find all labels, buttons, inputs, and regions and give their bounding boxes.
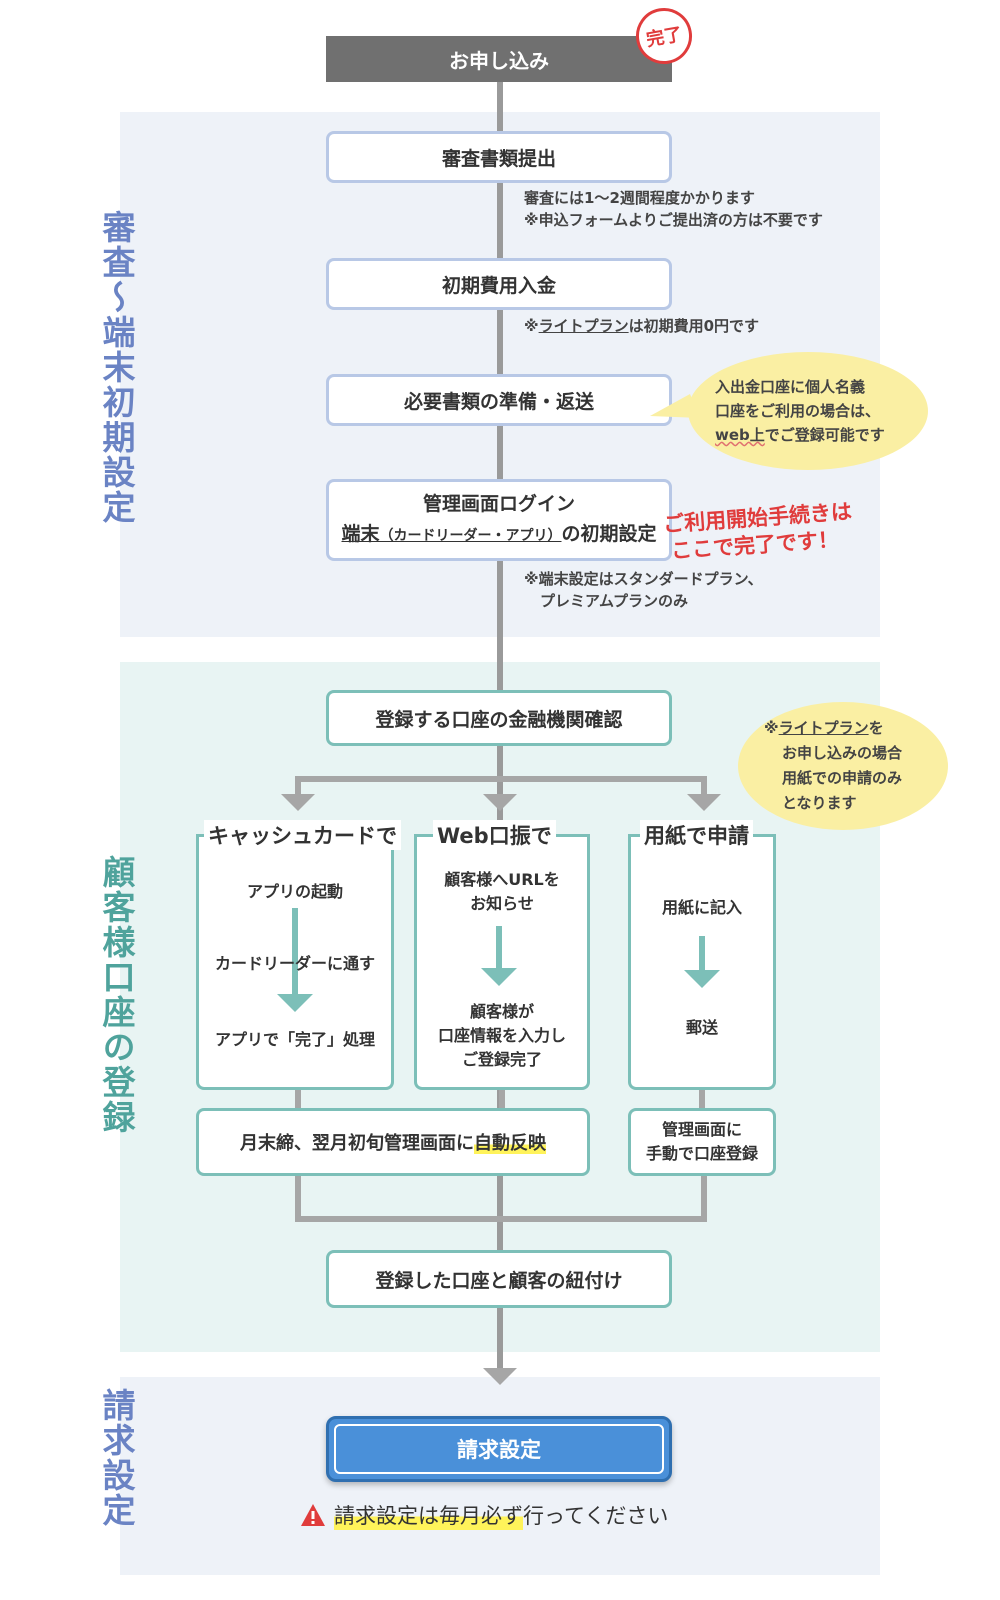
paper-arrow-stem bbox=[699, 936, 705, 972]
bubble2-line4: となります bbox=[782, 794, 857, 812]
review-period-line2: ※申込フォームよりご提出済の方は不要です bbox=[524, 211, 823, 229]
step-prepare-documents: 必要書類の準備・返送 bbox=[326, 374, 672, 426]
review-period-note: 審査には1〜2週間程度かかります ※申込フォームよりご提出済の方は不要です bbox=[524, 187, 823, 231]
branch-connector bbox=[295, 776, 707, 782]
billing-settings-label: 請求設定 bbox=[457, 1438, 541, 1462]
terminal-plan-line2: プレミアムプランのみ bbox=[540, 592, 689, 610]
apply-label: お申し込み bbox=[449, 48, 549, 73]
step-confirm-institution-label: 登録する口座の金融機関確認 bbox=[375, 708, 623, 731]
bubble2-line1-suffix: を bbox=[868, 719, 884, 737]
paper-step-fill-form: 用紙に記入 bbox=[661, 898, 742, 917]
cash-arrow-stem bbox=[292, 908, 298, 996]
arrow-cash bbox=[281, 794, 315, 811]
web-down-line bbox=[499, 1090, 505, 1108]
paper-only-bubble: ※ライトプランを お申し込みの場合 用紙での申請のみ となります bbox=[738, 702, 948, 830]
section-billing-label: 請求設定 bbox=[97, 1388, 136, 1528]
paper-arrow-head bbox=[684, 970, 720, 988]
column-cash-title: キャッシュカードで bbox=[204, 820, 401, 850]
step-initial-payment: 初期費用入金 bbox=[326, 258, 672, 310]
terminal-plan-line1: ※端末設定はスタンダードプラン、 bbox=[524, 570, 763, 588]
arrow-paper bbox=[687, 794, 721, 811]
web-step2-line1: 顧客様が bbox=[469, 1002, 534, 1021]
step-document-submission-label: 審査書類提出 bbox=[441, 147, 556, 170]
step-link-account: 登録した口座と顧客の紐付け bbox=[326, 1250, 672, 1308]
bubble1-line2: 口座をご利用の場合は、 bbox=[715, 402, 881, 420]
bubble1-line3-suffix: でご登録可能です bbox=[764, 426, 885, 444]
web-step-customer-input: 顧客様が 口座情報を入力し ご登録完了 bbox=[414, 1000, 590, 1072]
web-step-send-url: 顧客様へURLを お知らせ bbox=[414, 868, 590, 916]
bubble2-light-plan-link[interactable]: ライトプラン bbox=[778, 719, 869, 737]
paper-step-mail: 郵送 bbox=[685, 1018, 718, 1037]
column-paper-title: 用紙で申請 bbox=[640, 820, 753, 850]
auto-reflect-text: 月末締、翌月初旬管理画面に bbox=[240, 1133, 474, 1154]
cash-step-launch-app: アプリの起動 bbox=[246, 882, 343, 901]
manual-line2: 手動で口座登録 bbox=[645, 1144, 758, 1163]
bubble2-note-mark: ※ bbox=[764, 719, 779, 737]
merge-connector bbox=[295, 1216, 707, 1222]
step-link-account-label: 登録した口座と顧客の紐付け bbox=[375, 1269, 623, 1292]
web-step2-line3: ご登録完了 bbox=[461, 1050, 542, 1069]
column-web-title: Web口振で bbox=[433, 820, 556, 850]
web-step1-line1: 顧客様へURLを bbox=[444, 870, 560, 889]
billing-warning: 請求設定は毎月必ず行ってください bbox=[300, 1500, 668, 1530]
column-web bbox=[414, 836, 590, 1090]
web-link[interactable]: web上 bbox=[715, 426, 765, 444]
web-registration-bubble: 入出金口座に個人名義 口座をご利用の場合は、 web上でご登録可能です bbox=[688, 352, 928, 470]
terminal-plan-note: ※端末設定はスタンダードプラン、 プレミアムプランのみ bbox=[524, 568, 763, 612]
arrow-web bbox=[483, 794, 517, 811]
terminal-detail-text: （カードリーダー・アプリ） bbox=[379, 528, 562, 544]
bubble-tail-1 bbox=[650, 394, 700, 418]
cash-arrow-head bbox=[277, 994, 313, 1012]
complete-stamp-label: 完了 bbox=[644, 24, 684, 51]
cash-down-line bbox=[295, 1090, 301, 1108]
flow-arrow-head bbox=[483, 1368, 517, 1385]
paper-down-line bbox=[699, 1090, 705, 1108]
step-admin-login: 管理画面ログイン 端末（カードリーダー・アプリ）の初期設定 bbox=[326, 479, 672, 561]
terminal-text: 端末 bbox=[341, 523, 380, 545]
bubble2-line2: お申し込みの場合 bbox=[782, 744, 903, 762]
bubble2-line3: 用紙での申請のみ bbox=[782, 769, 903, 787]
cash-step-complete: アプリで「完了」処理 bbox=[214, 1030, 375, 1049]
merge-right bbox=[701, 1176, 707, 1222]
branch-right bbox=[701, 776, 707, 796]
note-mark: ※ bbox=[524, 317, 539, 335]
section-account-label: 顧客様口座の登録 bbox=[97, 855, 136, 1135]
column-paper bbox=[628, 836, 776, 1090]
apply-box: お申し込み bbox=[326, 36, 672, 82]
auto-reflect-highlight: 自動反映 bbox=[474, 1133, 546, 1154]
billing-button-inner-border bbox=[334, 1424, 664, 1474]
admin-login-label: 管理画面ログイン bbox=[422, 493, 575, 515]
billing-warning-highlight: 請求設定は毎月必ず bbox=[334, 1500, 523, 1530]
step-document-submission: 審査書類提出 bbox=[326, 131, 672, 183]
light-plan-fee-note: ※ライトプランは初期費用0円です bbox=[524, 315, 759, 337]
step-initial-payment-label: 初期費用入金 bbox=[441, 274, 556, 297]
billing-settings-button[interactable]: 請求設定 bbox=[326, 1416, 672, 1482]
initial-setup-text: の初期設定 bbox=[561, 523, 657, 545]
warning-icon bbox=[301, 1504, 325, 1526]
web-arrow-head bbox=[481, 968, 517, 986]
step-confirm-institution: 登録する口座の金融機関確認 bbox=[326, 690, 672, 746]
manual-registration-box: 管理画面に 手動で口座登録 bbox=[628, 1108, 776, 1176]
branch-left bbox=[295, 776, 301, 796]
web-step2-line2: 口座情報を入力し bbox=[437, 1026, 566, 1045]
cash-step-swipe-card: カードリーダーに通す bbox=[214, 954, 375, 973]
web-step1-line2: お知らせ bbox=[470, 894, 534, 913]
review-period-line1: 審査には1〜2週間程度かかります bbox=[524, 189, 755, 207]
auto-reflect-box: 月末締、翌月初旬管理画面に自動反映 bbox=[196, 1108, 590, 1176]
manual-line1: 管理画面に bbox=[661, 1120, 742, 1139]
merge-left bbox=[295, 1176, 301, 1222]
light-plan-link[interactable]: ライトプラン bbox=[538, 317, 629, 335]
light-plan-fee-text: は初期費用0円です bbox=[628, 317, 760, 335]
bubble1-line1: 入出金口座に個人名義 bbox=[715, 378, 866, 396]
section-review-label: 審査〜端末初期設定 bbox=[97, 210, 136, 525]
billing-warning-rest: 行ってください bbox=[523, 1504, 669, 1528]
web-arrow-stem bbox=[496, 926, 502, 970]
step-prepare-documents-label: 必要書類の準備・返送 bbox=[403, 390, 594, 413]
